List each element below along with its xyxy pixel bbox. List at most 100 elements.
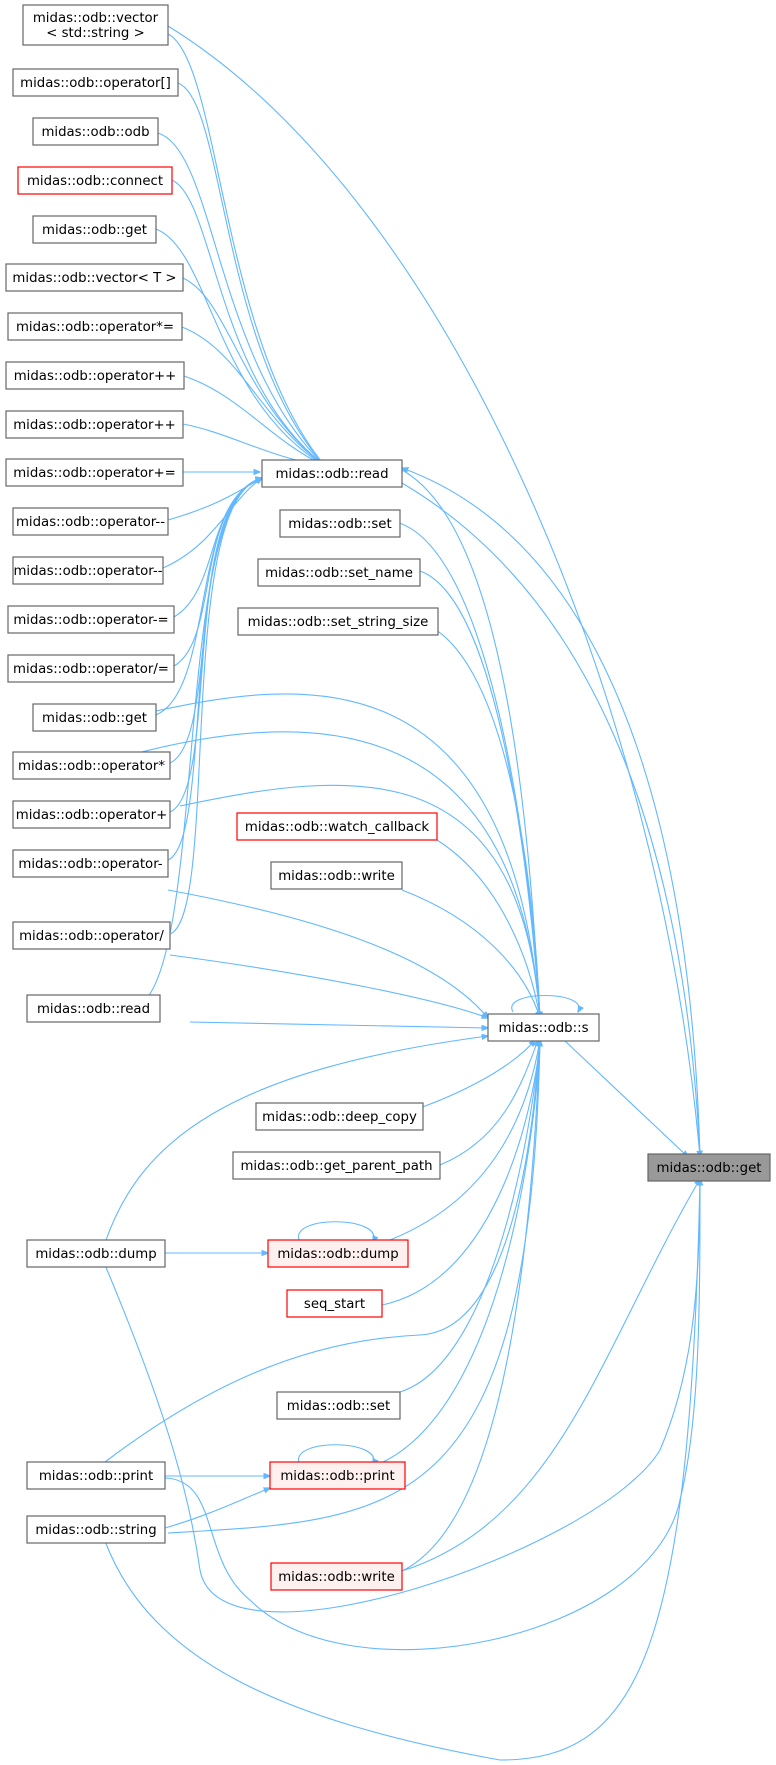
edge-write2-to-get [401, 1179, 700, 1572]
node-label: midas::odb::operator[] [20, 76, 171, 91]
node-op-mul[interactable]: midas::odb::operator* [12, 751, 171, 780]
node-label: midas::odb::read [37, 1002, 150, 1017]
node-box [12, 556, 164, 585]
node-op-mul-eq[interactable]: midas::odb::operator*= [7, 312, 183, 341]
node-box [270, 861, 403, 890]
edge-odb-to-read [157, 132, 325, 466]
node-op-mm2[interactable]: midas::odb::operator-- [12, 556, 164, 585]
node-vec-str[interactable]: midas::odb::vector< std::string > [22, 4, 169, 46]
edge-op-add-to-read [169, 478, 262, 813]
edge-read-to-get [401, 482, 700, 1157]
node-read-mid[interactable]: midas::odb::read [261, 459, 403, 488]
node-label: midas::odb::dump [277, 1247, 398, 1262]
node-string[interactable]: midas::odb::string [26, 1515, 166, 1544]
node-op-div-eq[interactable]: midas::odb::operator/= [7, 654, 175, 683]
node-op-add-eq[interactable]: midas::odb::operator+= [5, 458, 184, 487]
node-s[interactable]: midas::odb::s [487, 1013, 600, 1042]
edge-get1-to-read [155, 228, 325, 466]
edge-vec-t-to-read [182, 277, 325, 466]
node-print-mid[interactable]: midas::odb::print [269, 1461, 406, 1490]
edge-op-div-to-s [169, 954, 488, 1018]
edge-get-parent-path-to-s [439, 1040, 538, 1166]
node-box [232, 1151, 441, 1180]
node-label: midas::odb::operator+= [13, 466, 176, 481]
node-vec-t[interactable]: midas::odb::vector< T > [5, 263, 184, 292]
node-label: midas::odb::get [42, 711, 147, 726]
node-label: midas::odb::operator/= [13, 662, 169, 677]
edge-op-mul-to-s [129, 731, 540, 1018]
edge-op-div-to-read [169, 478, 262, 935]
node-seq-start[interactable]: seq_start [286, 1289, 383, 1318]
node-label: midas::odb::set [288, 517, 391, 532]
node-box [5, 410, 184, 439]
node-box [7, 654, 175, 683]
node-label: midas::odb::operator/ [19, 929, 164, 944]
node-label: midas::odb::s [498, 1021, 588, 1036]
edge-set2-to-s [399, 1040, 540, 1393]
node-box [17, 166, 173, 195]
node-box [26, 1461, 166, 1490]
node-get-focus[interactable]: midas::odb::get [647, 1153, 771, 1182]
node-box [261, 459, 403, 488]
node-box [647, 1153, 771, 1182]
node-box [5, 361, 185, 390]
node-dump-mid[interactable]: midas::odb::dump [267, 1239, 409, 1268]
edge-string-to-get [104, 1179, 700, 1761]
node-write1[interactable]: midas::odb::write [270, 861, 403, 890]
node-box [32, 215, 157, 244]
node-label: midas::odb::string [35, 1523, 156, 1538]
node-op-mm1[interactable]: midas::odb::operator-- [12, 507, 169, 536]
edge-print-left-to-s [104, 1040, 540, 1463]
edge-write1-to-s [401, 889, 540, 1018]
node-box [12, 921, 171, 950]
edge-op-add-to-s [179, 784, 540, 1018]
node-write2[interactable]: midas::odb::write [270, 1562, 403, 1591]
node-connect[interactable]: midas::odb::connect [17, 166, 173, 195]
edge-op-sub-to-s [167, 889, 488, 1018]
node-read-left[interactable]: midas::odb::read [26, 994, 161, 1023]
node-label: midas::odb::print [280, 1469, 394, 1484]
node-op-div[interactable]: midas::odb::operator/ [12, 921, 171, 950]
node-label: midas::odb::operator++ [14, 369, 177, 384]
node-label: midas::odb::set [287, 1399, 390, 1414]
node-box [286, 1289, 383, 1318]
edge-vec-str-to-read [167, 33, 325, 466]
node-set2[interactable]: midas::odb::set [276, 1391, 401, 1420]
node-op-add[interactable]: midas::odb::operator+ [12, 800, 171, 829]
edge-set-name-to-s [419, 570, 540, 1018]
node-op-pp1[interactable]: midas::odb::operator++ [5, 361, 185, 390]
edge-s-to-get [563, 1039, 688, 1157]
node-set-name[interactable]: midas::odb::set_name [257, 558, 421, 587]
edge-write2-to-s [399, 1040, 540, 1573]
node-op-idx[interactable]: midas::odb::operator[] [12, 68, 179, 97]
node-odb[interactable]: midas::odb::odb [32, 117, 159, 146]
node-box [270, 1562, 403, 1591]
node-get2[interactable]: midas::odb::get [32, 703, 157, 732]
node-label: midas::odb::operator- [18, 857, 162, 872]
edge-read-left-to-s [189, 1021, 488, 1028]
node-box [32, 703, 157, 732]
node-set1[interactable]: midas::odb::set [279, 509, 401, 538]
node-get1[interactable]: midas::odb::get [32, 215, 157, 244]
node-op-sub[interactable]: midas::odb::operator- [12, 849, 169, 878]
node-get-parent-path[interactable]: midas::odb::get_parent_path [232, 1151, 441, 1180]
edge-dump-left-to-get [104, 1179, 700, 1613]
graph-nodes: midas::odb::vector< std::string >midas::… [5, 4, 771, 1591]
edge-set-string-size-to-s [412, 619, 540, 1018]
node-label: midas::odb::dump [35, 1247, 156, 1262]
node-box [5, 263, 184, 292]
node-print-left[interactable]: midas::odb::print [26, 1461, 166, 1490]
node-op-pp2[interactable]: midas::odb::operator++ [5, 410, 184, 439]
node-label: midas::odb::operator++ [13, 418, 176, 433]
node-dump-left[interactable]: midas::odb::dump [26, 1239, 166, 1268]
node-watch-cb[interactable]: midas::odb::watch_callback [236, 812, 438, 841]
edge-op-idx-to-read [177, 82, 325, 466]
node-box [7, 605, 175, 634]
node-op-sub-eq[interactable]: midas::odb::operator-= [7, 605, 175, 634]
node-set-string-size[interactable]: midas::odb::set_string_size [237, 607, 439, 636]
node-box [12, 507, 169, 536]
edge-op-pp1-to-read [183, 375, 325, 466]
node-deep-copy[interactable]: midas::odb::deep_copy [255, 1102, 424, 1131]
node-label: midas::odb::set_string_size [248, 615, 429, 630]
